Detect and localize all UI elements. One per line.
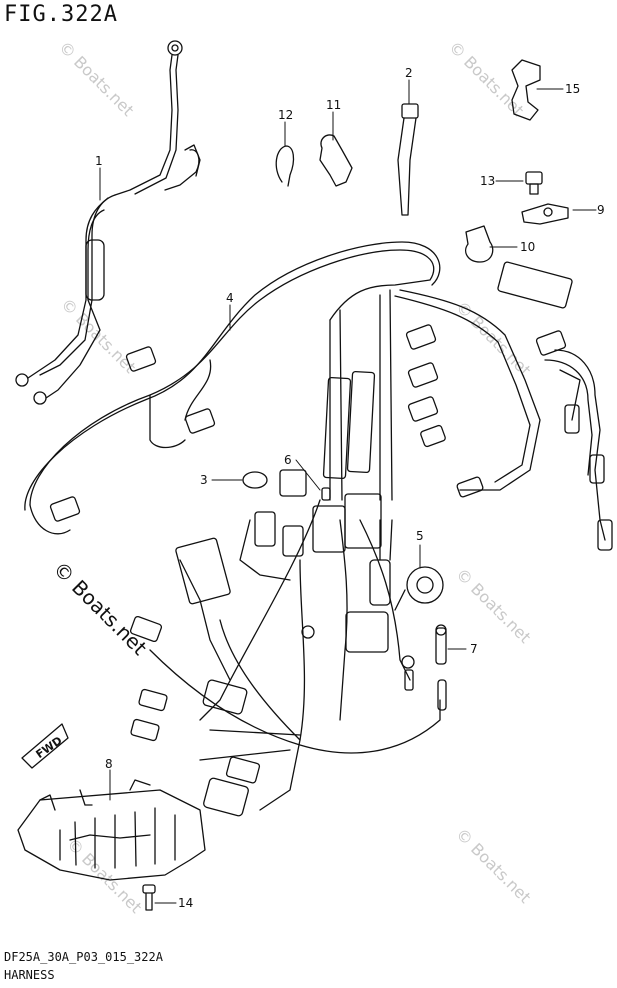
callout-11: 11 [326, 98, 341, 112]
connectors [49, 261, 613, 817]
callout-9: 9 [597, 203, 605, 217]
callout-12: 12 [278, 108, 293, 122]
fwd-direction-badge: FWD [21, 723, 69, 769]
callout-4: 4 [226, 291, 234, 305]
bracket-part [521, 203, 569, 225]
harness-holder-part [17, 779, 206, 881]
callout-2: 2 [405, 66, 413, 80]
callout-15: 15 [565, 82, 580, 96]
callout-1: 1 [95, 154, 103, 168]
harness-clamp-part [511, 59, 541, 121]
cable-tie-part [397, 103, 419, 216]
terminal-part [435, 624, 447, 665]
cable-clamp-part [465, 225, 494, 263]
screw-part [142, 884, 156, 911]
callout-5: 5 [416, 529, 424, 543]
figure-code: DF25A_30A_P03_015_322A [4, 950, 163, 964]
watermark: © Boats.net [452, 824, 534, 906]
clip-part [275, 145, 295, 187]
battery-cable-part [15, 40, 201, 405]
relay-part [242, 469, 307, 497]
callout-labels: 1 2 3 4 5 6 7 8 9 10 11 12 13 14 15 [95, 66, 605, 910]
callout-10: 10 [520, 240, 535, 254]
leader-lines [99, 79, 597, 904]
callout-13: 13 [480, 174, 495, 188]
watermark: © Boats.net [55, 37, 137, 119]
watermark: © Boats.net [452, 564, 534, 646]
fuse-part [321, 487, 331, 501]
buzzer-part [394, 566, 444, 611]
callout-8: 8 [105, 757, 113, 771]
figure-name: HARNESS [4, 968, 55, 982]
watermark-large: © Boats.net [48, 557, 151, 660]
figure-title: FIG.322A [4, 2, 118, 27]
callout-7: 7 [470, 642, 478, 656]
clamp-part [319, 134, 353, 187]
main-harness [24, 241, 606, 811]
callout-6: 6 [284, 453, 292, 467]
watermark: © Boats.net [57, 294, 139, 376]
callout-3: 3 [200, 473, 208, 487]
bolt-part [525, 171, 543, 195]
callout-14: 14 [178, 896, 193, 910]
